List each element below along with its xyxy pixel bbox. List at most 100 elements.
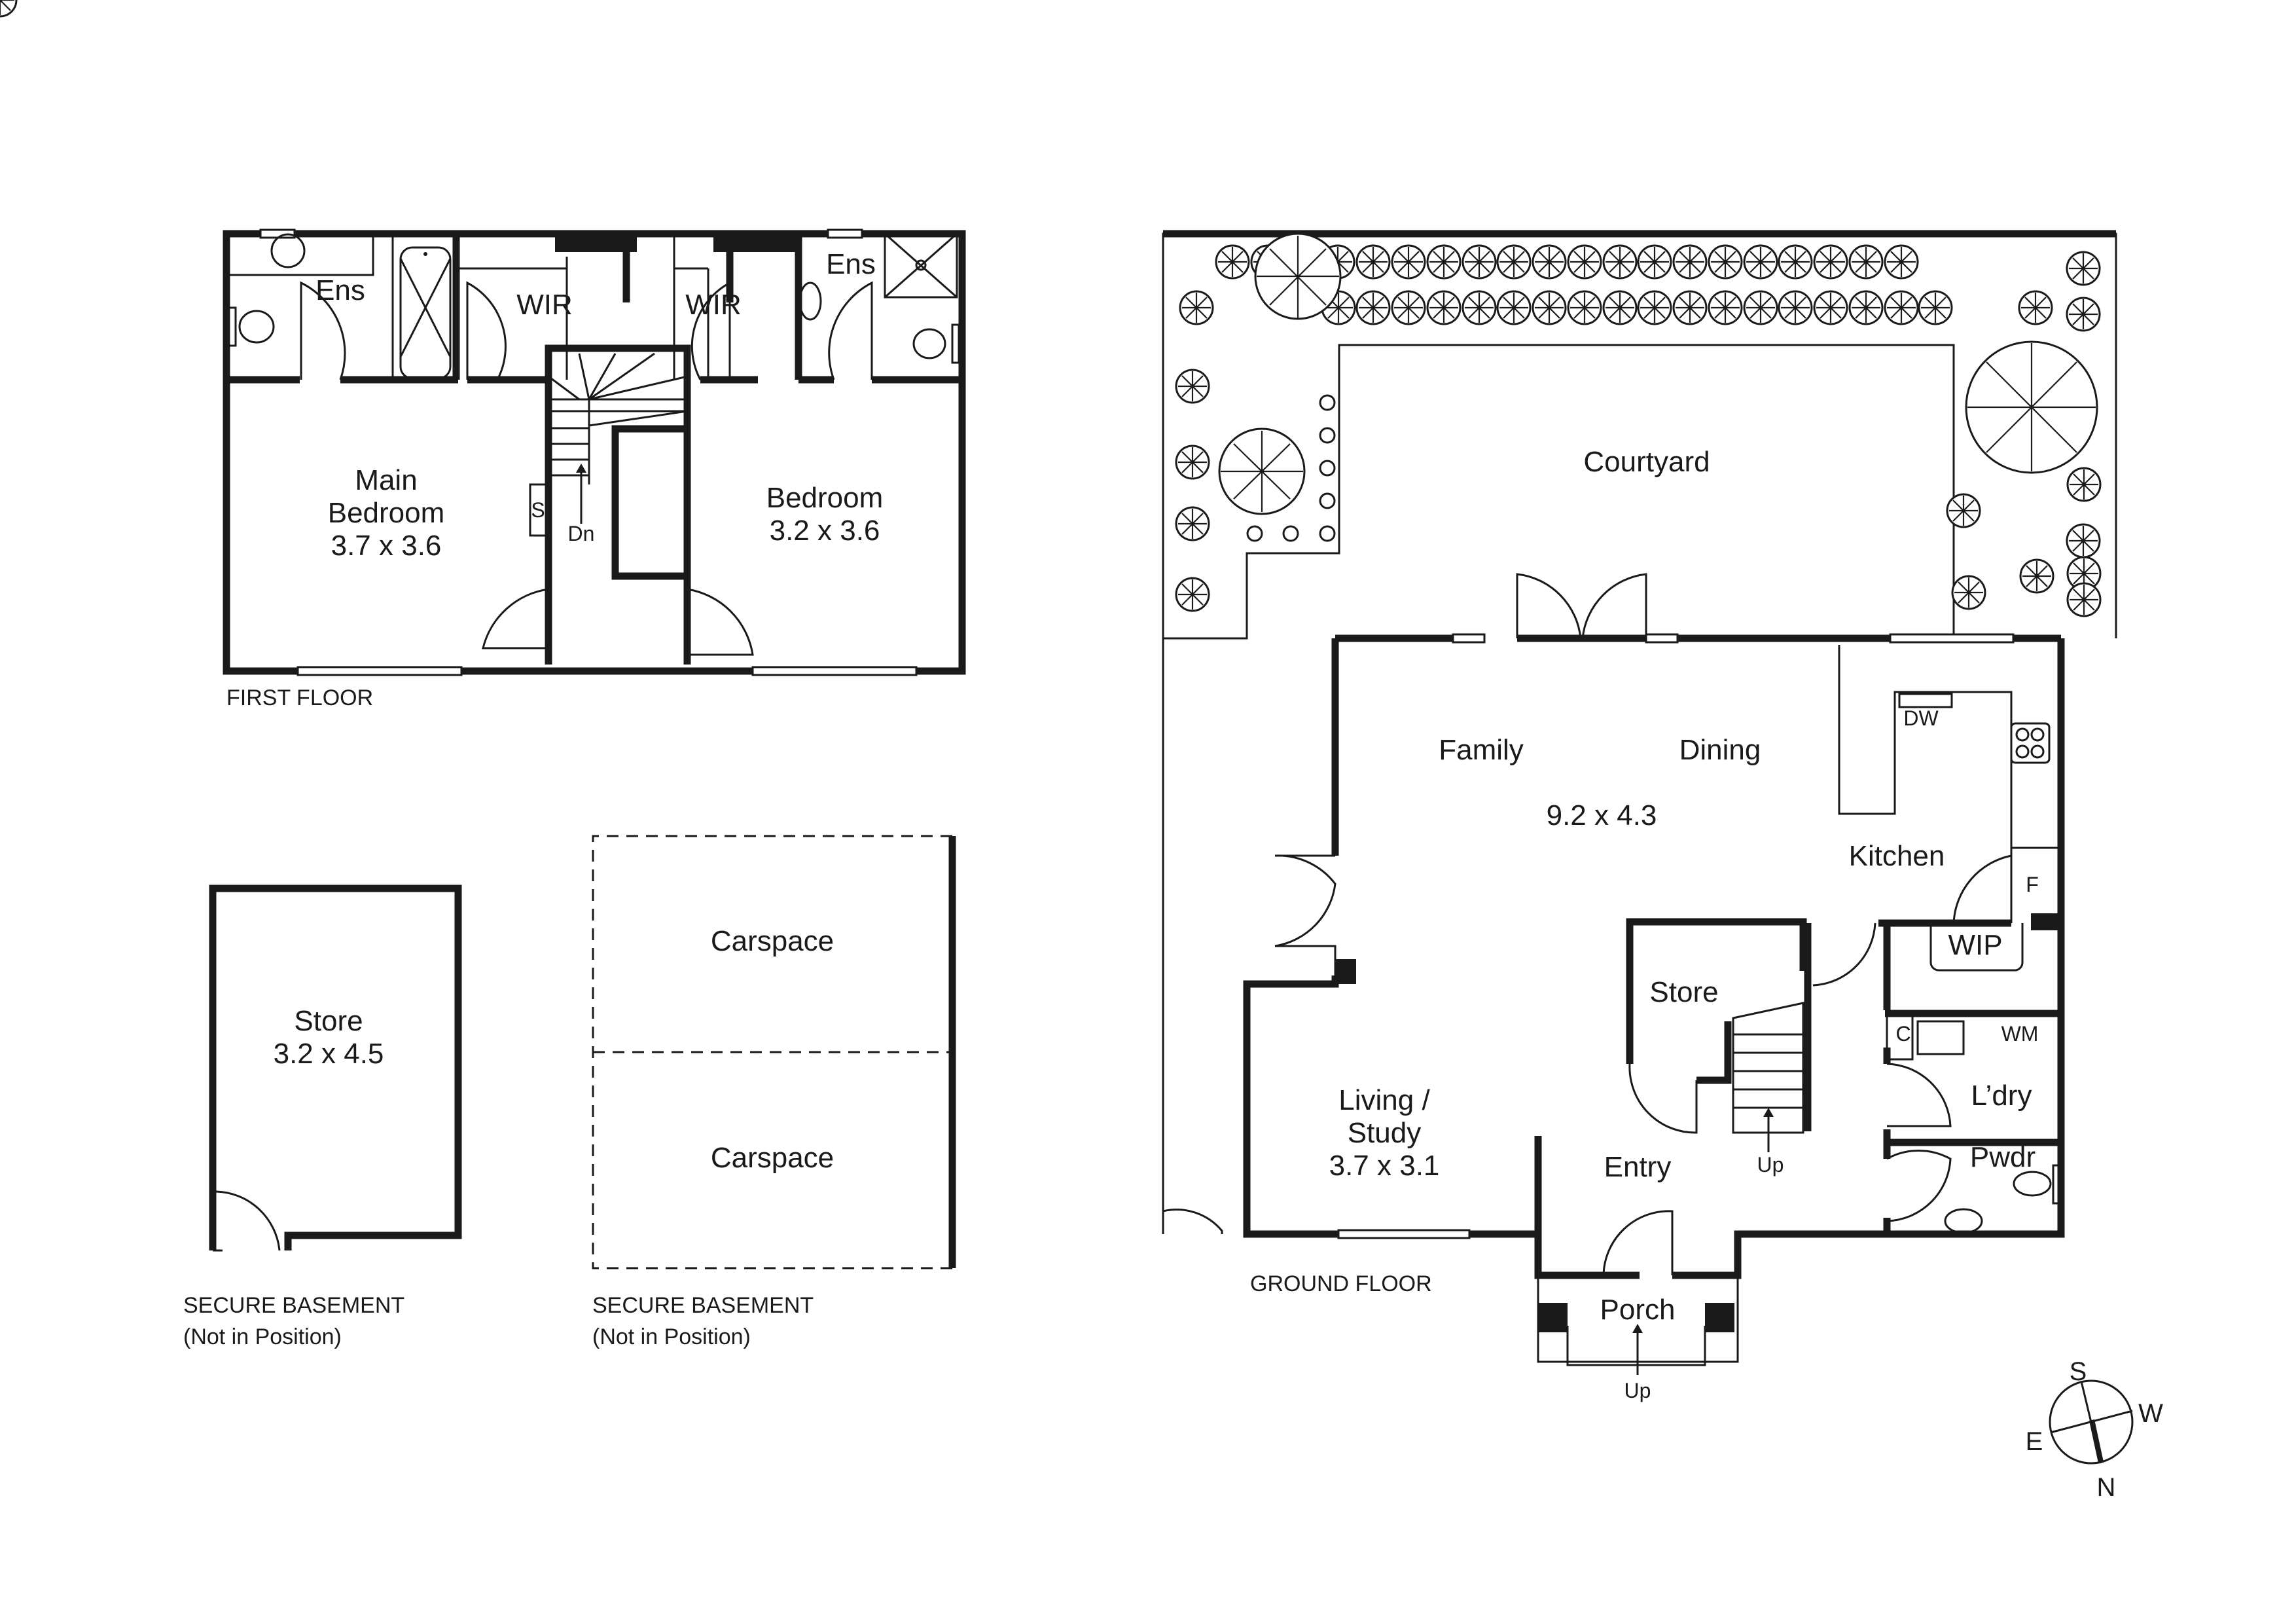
internal-wall bbox=[452, 234, 802, 380]
room-label-carspace: Carspace bbox=[711, 925, 834, 957]
appliance-label-fridge: F bbox=[2026, 873, 2039, 896]
chimney-block bbox=[555, 234, 637, 252]
plan-caption-ground-floor: GROUND FLOOR bbox=[1250, 1271, 1432, 1296]
room-label-store: Store bbox=[294, 1005, 363, 1037]
door-swing bbox=[691, 281, 731, 380]
compass-east-label: E bbox=[2026, 1427, 2043, 1456]
pillar bbox=[1335, 959, 1356, 984]
carspace-outline bbox=[592, 835, 952, 1269]
room-label-bedroom: Bedroom bbox=[766, 482, 884, 514]
door-swing bbox=[466, 281, 507, 380]
room-label-main-bedroom: Main bbox=[355, 464, 417, 496]
room-label-laundry: L’dry bbox=[1971, 1080, 2032, 1112]
plan-caption-basement-note: (Not in Position) bbox=[592, 1324, 751, 1349]
gate-swing bbox=[1162, 1209, 1223, 1234]
door-swing bbox=[687, 588, 754, 656]
french-door-swing bbox=[1274, 854, 1336, 976]
north-arrow-icon bbox=[2089, 1419, 2104, 1463]
room-label-main-bedroom: Bedroom bbox=[328, 497, 445, 529]
room-dims: 3.7 x 3.6 bbox=[331, 530, 442, 562]
laundry-wall bbox=[1883, 1048, 2061, 1234]
room-label-wir: WIR bbox=[516, 289, 573, 321]
porch-pillar bbox=[1705, 1303, 1734, 1332]
compass-circle bbox=[2049, 1379, 2134, 1465]
compass-west-label: W bbox=[2138, 1399, 2163, 1428]
room-dims: 3.2 x 3.6 bbox=[770, 515, 880, 547]
arrow-head-icon bbox=[1632, 1324, 1643, 1333]
burner-icon bbox=[2015, 727, 2030, 742]
window bbox=[1889, 633, 2015, 644]
tree-icon bbox=[1967, 343, 2096, 471]
room-label-porch: Porch bbox=[1600, 1294, 1676, 1326]
appliance-label-wm: WM bbox=[2001, 1022, 2039, 1046]
courtyard-edge bbox=[1163, 344, 1955, 640]
kitchen-bench bbox=[1838, 645, 2061, 849]
door-swing bbox=[1952, 854, 2012, 924]
burner-icon bbox=[2030, 744, 2045, 759]
french-door-swing bbox=[1516, 573, 1647, 639]
room-label-carspace: Carspace bbox=[711, 1142, 834, 1174]
toilet-icon bbox=[228, 306, 237, 347]
shrub-icon bbox=[1319, 492, 1336, 509]
shrub-icon bbox=[1319, 427, 1336, 444]
shower-icon bbox=[884, 232, 958, 299]
basement-store-plan: Store 3.2 x 4.5 SECURE BASEMENT (Not in … bbox=[183, 884, 462, 1349]
stair-treads bbox=[1732, 1002, 1804, 1134]
door-swing bbox=[213, 1190, 281, 1252]
door-swing bbox=[482, 588, 549, 649]
plan-caption-basement: SECURE BASEMENT bbox=[183, 1293, 404, 1318]
compass-rose: S W E N bbox=[2026, 1357, 2163, 1502]
first-floor-plan: S Dn Ens WIR WIR Ens Main Bedroom 3.7 x … bbox=[223, 228, 966, 710]
shower-icon bbox=[884, 232, 958, 299]
tree-icon bbox=[1257, 236, 1339, 318]
room-label-family: Family bbox=[1439, 734, 1524, 766]
burner-icon bbox=[2030, 727, 2045, 742]
compass-north-label: N bbox=[2097, 1473, 2116, 1502]
wip-shelf bbox=[1929, 923, 2024, 972]
room-dims: 3.7 x 3.1 bbox=[1329, 1150, 1440, 1182]
basin-icon bbox=[798, 282, 822, 321]
window bbox=[1452, 633, 1486, 644]
room-label-wip: WIP bbox=[1948, 929, 2002, 961]
plan-caption-basement: SECURE BASEMENT bbox=[592, 1293, 814, 1318]
room-label-dining: Dining bbox=[1679, 734, 1761, 766]
basin-icon bbox=[270, 233, 306, 268]
arrow-head-icon bbox=[576, 464, 586, 473]
room-label-store: Store bbox=[1649, 976, 1718, 1008]
bathtub-icon bbox=[399, 258, 452, 357]
arrow-head-icon bbox=[1763, 1108, 1774, 1117]
chimney-block bbox=[713, 234, 795, 252]
toilet-icon bbox=[238, 310, 275, 344]
basement-carspace-plan: Carspace Carspace SECURE BASEMENT (Not i… bbox=[592, 835, 956, 1349]
laundry-wall bbox=[1883, 923, 2061, 1017]
shower-drain-icon bbox=[915, 259, 927, 271]
stair-treads bbox=[548, 352, 688, 484]
room-label-ensuite: Ens bbox=[826, 248, 876, 280]
door-swing bbox=[1886, 1063, 1952, 1222]
room-dims: 9.2 x 4.3 bbox=[1547, 799, 1657, 831]
room-label-powder: Pwdr bbox=[1970, 1141, 2036, 1173]
room-dims: 3.2 x 4.5 bbox=[274, 1038, 384, 1070]
shrub-icon bbox=[1319, 525, 1336, 542]
stair-void bbox=[611, 425, 691, 580]
door-swing bbox=[828, 281, 873, 380]
window bbox=[827, 228, 863, 239]
area-label-courtyard: Courtyard bbox=[1583, 446, 1710, 478]
tree-icon bbox=[1221, 431, 1303, 512]
porch-up-label: Up bbox=[1624, 1379, 1651, 1402]
room-label-living-study: Living / bbox=[1338, 1084, 1430, 1116]
chimney-block bbox=[2031, 913, 2061, 930]
store-wall bbox=[1626, 922, 1812, 1131]
toilet-icon bbox=[2052, 1164, 2061, 1205]
bathtub-icon bbox=[399, 246, 452, 380]
window bbox=[1645, 633, 1679, 644]
stair-label: Dn bbox=[568, 522, 595, 545]
bath-drain-icon bbox=[423, 252, 427, 256]
cupboard-label: S bbox=[531, 498, 545, 522]
room-label-wir: WIR bbox=[685, 289, 742, 321]
shrub-icon bbox=[1246, 525, 1263, 542]
plan-caption-first-floor: FIRST FLOOR bbox=[226, 685, 373, 710]
door-swing bbox=[1628, 1063, 1698, 1134]
shrub-icon bbox=[1319, 460, 1336, 477]
shrub-icon bbox=[1282, 525, 1299, 542]
